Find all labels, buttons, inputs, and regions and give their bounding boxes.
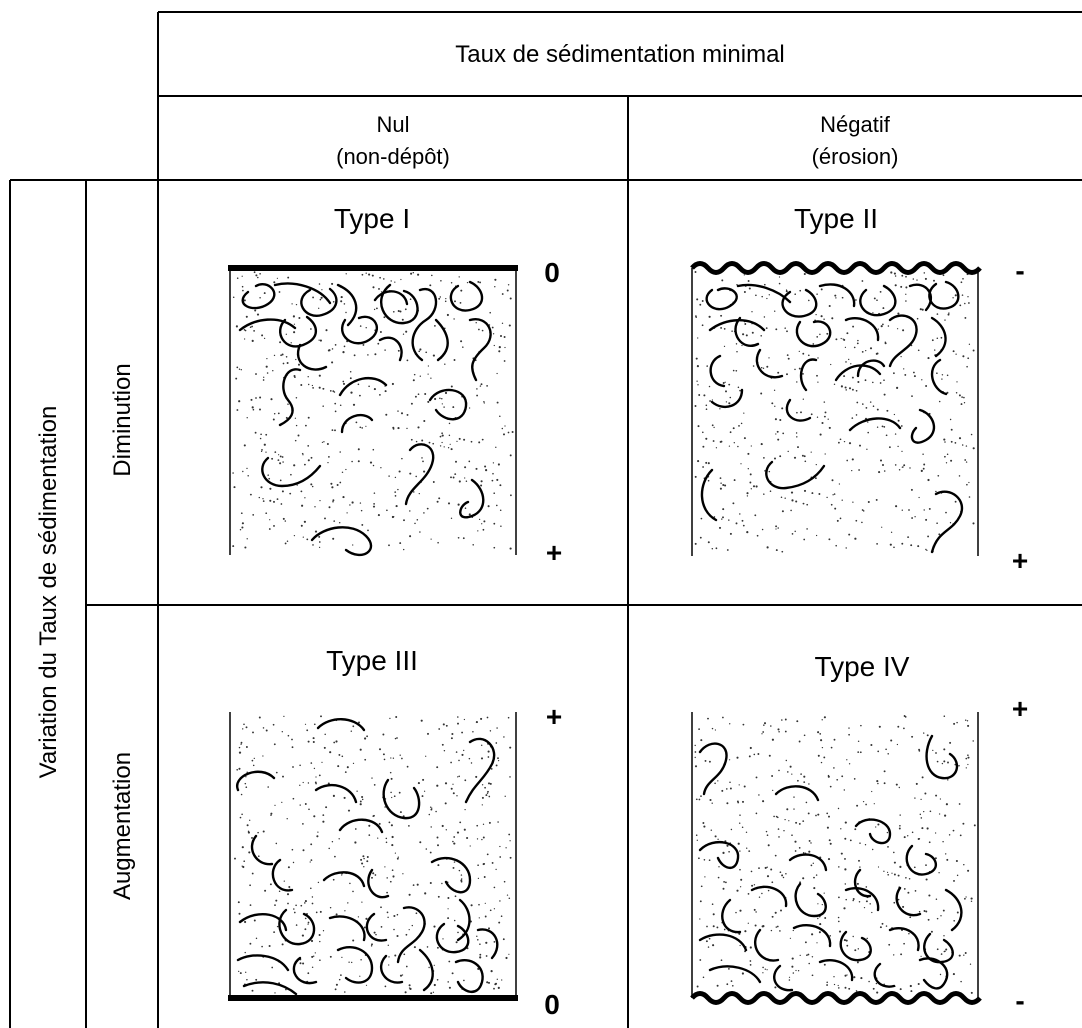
type-1-bottom-sign: +	[546, 537, 562, 568]
header-title: Taux de sédimentation minimal	[455, 41, 785, 68]
type-3-sediment-column	[228, 712, 518, 1001]
type-1-title: Type I	[334, 203, 410, 234]
type-2-sand-dots	[694, 271, 975, 553]
type-2-erosion-surface	[690, 261, 982, 275]
row-label-diminution: Diminution	[109, 363, 136, 476]
type-4-erosion-surface	[690, 991, 982, 1005]
type-4-top-sign: +	[1012, 693, 1028, 724]
type-4-sand-dots	[694, 715, 976, 995]
type-1-top-sign: 0	[544, 257, 560, 288]
type-3-bottom-sign: 0	[544, 989, 560, 1020]
type-2-sediment-column	[690, 261, 982, 556]
type-2-bottom-sign: +	[1012, 545, 1028, 576]
col-negatif-sublabel: (érosion)	[812, 144, 899, 169]
type-4-sediment-column	[690, 712, 982, 1005]
type-1-sediment-column	[228, 265, 518, 557]
col-nul-label: Nul	[376, 112, 409, 137]
type-4-bottom-sign: -	[1015, 985, 1024, 1016]
type-2-top-sign: -	[1015, 255, 1024, 286]
row-axis-title: Variation du Taux de sédimentation	[35, 406, 62, 779]
type-2-title: Type II	[794, 203, 878, 234]
type-3-top-sign: +	[546, 701, 562, 732]
row-label-augmentation: Augmentation	[109, 752, 136, 900]
col-negatif-label: Négatif	[820, 112, 891, 137]
table-grid	[9, 11, 1082, 1028]
type-1-sand-dots	[232, 271, 514, 551]
type-3-title: Type III	[326, 645, 418, 676]
type-4-title: Type IV	[815, 651, 910, 682]
type-3-sand-dots	[234, 715, 512, 995]
col-nul-sublabel: (non-dépôt)	[336, 144, 450, 169]
